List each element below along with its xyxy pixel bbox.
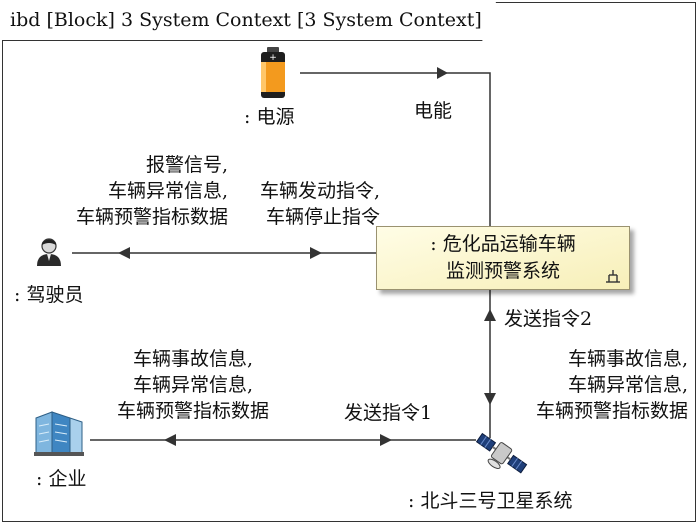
frame-title: ibd [Block] 3 System Context [3 System C… — [2, 2, 496, 41]
system-block[interactable]: : 危化品运输车辆 监测预警系统 — [376, 226, 630, 290]
flow-block-to-driver-line-1: 报警信号, — [145, 154, 228, 176]
flow-block-to-satellite-line-1: 车辆事故信息, — [567, 348, 688, 370]
actor-driver-label: : 驾驶员 — [14, 284, 84, 306]
flow-block-to-driver-line-2: 车辆异常信息, — [107, 180, 228, 202]
arrowhead-electricity — [437, 67, 448, 79]
flow-driver-to-block-label: 车辆发动指令, 车辆停止指令 — [228, 178, 380, 230]
arrowhead-to-enterprise — [164, 434, 176, 446]
driver-icon[interactable] — [36, 237, 62, 267]
flow-electricity-label: 电能 — [414, 100, 453, 122]
flow-command2-label: 发送指令2 — [504, 308, 593, 330]
arrowhead-to-block — [310, 247, 322, 259]
flow-block-to-satellite-line-2: 车辆异常信息, — [567, 374, 688, 396]
svg-text:+: + — [269, 53, 277, 63]
flow-satellite-to-enterprise-label: 车辆事故信息, 车辆异常信息, 车辆预警指标数据 — [88, 346, 298, 424]
flow-block-to-satellite-label: 车辆事故信息, 车辆异常信息, 车辆预警指标数据 — [494, 346, 688, 424]
flow-satellite-to-enterprise-line-3: 车辆预警指标数据 — [116, 400, 269, 422]
satellite-icon[interactable] — [474, 428, 528, 480]
flow-driver-to-block-line-2: 车辆停止指令 — [265, 206, 380, 228]
flow-satellite-to-enterprise-line-1: 车辆事故信息, — [132, 348, 254, 370]
flow-block-to-driver-label: 报警信号, 车辆异常信息, 车辆预警指标数据 — [36, 152, 228, 230]
system-block-name: : 危化品运输车辆 监测预警系统 — [377, 231, 629, 285]
flow-driver-to-block-line-1: 车辆发动指令, — [259, 180, 380, 202]
battery-icon[interactable]: + — [258, 47, 288, 99]
flow-command1-label: 发送指令1 — [344, 402, 433, 424]
flow-satellite-to-enterprise-line-2: 车辆异常信息, — [132, 374, 254, 396]
arrowhead-command2 — [484, 309, 496, 321]
arrowhead-command1 — [380, 434, 392, 446]
block-structure-icon — [606, 270, 620, 283]
actor-power-label: : 电源 — [244, 106, 295, 128]
actor-satellite-label: : 北斗三号卫星系统 — [408, 490, 573, 512]
arrowhead-to-driver — [118, 247, 130, 259]
system-block-name-line-2: 监测预警系统 — [445, 260, 560, 282]
connector-power-block[interactable] — [300, 72, 491, 226]
flow-block-to-driver-line-3: 车辆预警指标数据 — [75, 206, 228, 228]
actor-enterprise-label: : 企业 — [36, 468, 87, 490]
system-block-name-line-1: : 危化品运输车辆 — [430, 233, 576, 255]
enterprise-building-icon[interactable] — [34, 410, 84, 456]
arrowhead-to-satellite — [484, 393, 496, 405]
flow-block-to-satellite-line-3: 车辆预警指标数据 — [535, 400, 688, 422]
